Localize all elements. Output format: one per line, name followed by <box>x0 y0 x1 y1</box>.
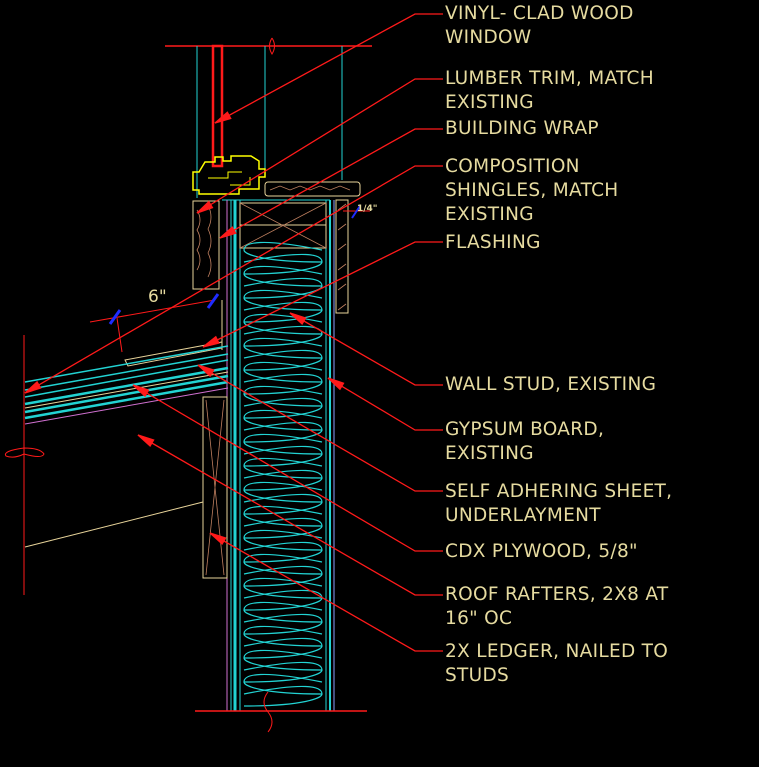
arrowhead-icon <box>219 226 237 239</box>
arrowhead-icon <box>327 377 345 391</box>
leader-lines <box>24 13 443 652</box>
arrowhead-icon <box>209 532 227 546</box>
leader-line <box>327 377 443 431</box>
arrowhead-icon <box>289 312 307 326</box>
leader-line <box>197 364 443 492</box>
leader-line <box>132 384 443 552</box>
leader-line <box>209 532 443 652</box>
arrowhead-icon <box>137 434 155 448</box>
window-unit <box>165 37 372 198</box>
arrowhead-icon <box>202 335 220 348</box>
callout-flashing: FLASHING <box>445 232 541 253</box>
dimension-gap: 1/4" <box>357 204 378 214</box>
arrowhead-icon <box>196 200 214 214</box>
leader-line <box>214 13 443 124</box>
leader-line <box>219 128 443 239</box>
arrowhead-icon <box>24 380 42 394</box>
leader-line <box>196 78 443 214</box>
callout-wall-stud: WALL STUD, EXISTING <box>445 374 657 395</box>
callout-cdx-plywood: CDX PLYWOOD, 5/8" <box>445 541 638 562</box>
dimension-overhang: 6" <box>148 287 167 307</box>
callout-gypsum-board: GYPSUM BOARD,EXISTING <box>445 419 605 464</box>
callout-building-wrap: BUILDING WRAP <box>445 118 599 139</box>
arrowhead-icon <box>214 111 232 124</box>
wall-assembly <box>192 199 367 733</box>
leader-line <box>202 241 443 348</box>
leader-line <box>137 434 443 596</box>
leader-line <box>24 165 443 394</box>
roof-assembly <box>4 205 370 595</box>
callout-self-adhering-sheet: SELF ADHERING SHEET,UNDERLAYMENT <box>445 481 673 526</box>
arrowhead-icon <box>197 364 215 378</box>
leader-line <box>289 312 443 386</box>
arrowhead-icon <box>132 384 150 398</box>
